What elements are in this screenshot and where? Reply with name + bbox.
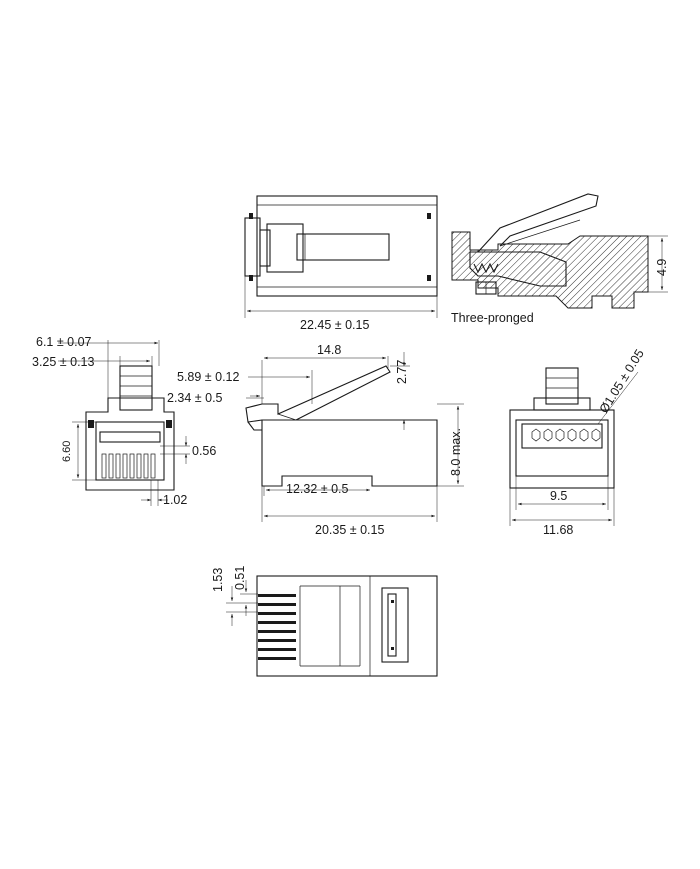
width-a-label: 6.1 ± 0.07 — [36, 335, 92, 349]
rear-view: Ø1.05 ± 0.05 9.5 11.68 — [509, 347, 647, 537]
latch-offset-label: 5.89 ± 0.12 — [177, 370, 240, 384]
three-pronged-label: Three-pronged — [451, 311, 534, 325]
max-height-label: 8.0 max. — [449, 428, 463, 476]
side-height-label: 4.9 — [655, 259, 669, 276]
pin-thickness-label: 0.56 — [192, 444, 216, 458]
body-length-label: 20.35 ± 0.15 — [315, 523, 384, 537]
rear-contact-holes — [531, 428, 601, 442]
section-view: 4.9 Three-pronged — [451, 193, 669, 325]
bottom-contacts — [258, 594, 296, 660]
nose-offset-label: 2.34 ± 0.5 — [167, 391, 223, 405]
bottom-view: 1.53 0.51 — [211, 566, 438, 677]
pin-pitch-label: 1.02 — [163, 493, 187, 507]
inner-width-label: 9.5 — [550, 489, 567, 503]
overall-length-label: 22.45 ± 0.15 — [300, 318, 369, 332]
top-view: 22.45 ± 0.15 — [244, 195, 438, 332]
front-pins — [101, 453, 156, 479]
height-660-label: 6.60 — [61, 441, 73, 462]
cable-length-label: 12.32 ± 0.5 — [286, 482, 349, 496]
hole-diameter-label: Ø1.05 ± 0.05 — [597, 347, 647, 416]
latch-height-label: 2.77 — [395, 360, 409, 384]
front-view: 6.1 ± 0.07 3.25 ± 0.13 6.60 0.56 1.02 — [32, 335, 216, 507]
contact-width-label: 0.51 — [233, 566, 247, 590]
side-view: 14.8 2.77 5.89 ± 0.12 2.34 ± 0.5 8.0 max… — [167, 343, 464, 537]
latch-length-label: 14.8 — [317, 343, 341, 357]
width-b-label: 3.25 ± 0.13 — [32, 355, 95, 369]
outer-width-label: 11.68 — [543, 523, 573, 537]
contact-pitch-label: 1.53 — [211, 568, 225, 592]
